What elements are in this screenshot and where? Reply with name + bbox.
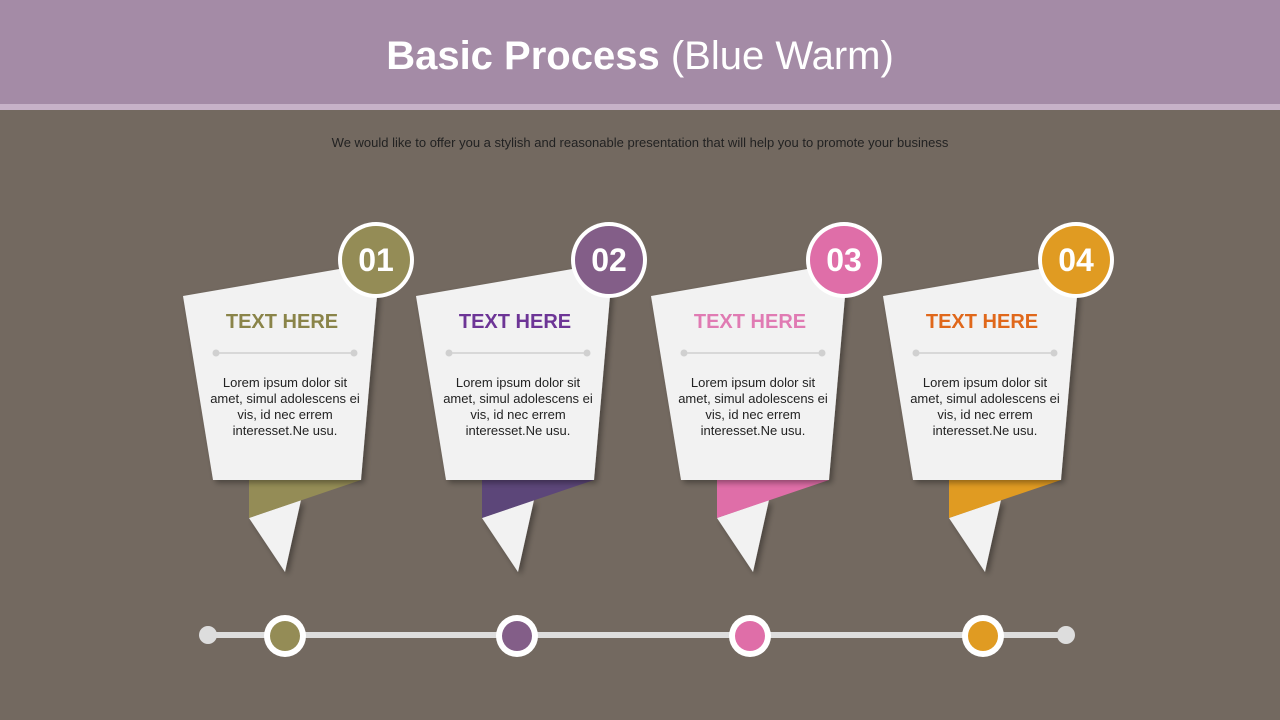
header-underline <box>0 104 1280 110</box>
header-bar <box>0 0 1280 104</box>
timeline-marker-1 <box>264 615 306 657</box>
marker-dot <box>502 621 532 651</box>
card-fold-tab <box>717 480 829 518</box>
card-fold-tab <box>482 480 594 518</box>
timeline-start-dot <box>199 626 217 644</box>
step-title: TEXT HERE <box>458 311 572 333</box>
step-number: 04 <box>1058 242 1094 278</box>
badge-circle <box>575 226 643 294</box>
card-fold-tab <box>249 480 361 518</box>
divider-dot <box>350 349 358 357</box>
marker-dot <box>270 621 300 651</box>
timeline-marker-2 <box>496 615 538 657</box>
step-description: Lorem ipsum dolor sit amet, simul adoles… <box>910 375 1060 438</box>
title-light: (Blue Warm) <box>670 34 894 78</box>
step-title: TEXT HERE <box>225 311 339 333</box>
divider-dot <box>912 349 920 357</box>
card-body-shape <box>416 262 613 480</box>
step-number: 02 <box>591 242 627 278</box>
timeline-marker-3 <box>729 615 771 657</box>
card-body-shape <box>183 262 380 480</box>
step-description: Lorem ipsum dolor sit amet, simul adoles… <box>678 375 828 438</box>
divider-dot <box>583 349 591 357</box>
step-title: TEXT HERE <box>693 311 807 333</box>
divider-dot <box>445 349 453 357</box>
step-description: Lorem ipsum dolor sit amet, simul adoles… <box>210 375 360 438</box>
divider-dot <box>1050 349 1058 357</box>
card-body-shape <box>651 262 848 480</box>
marker-dot <box>968 621 998 651</box>
step-title: TEXT HERE <box>925 311 1039 333</box>
timeline-marker-4 <box>962 615 1004 657</box>
divider-dot <box>818 349 826 357</box>
step-number: 03 <box>826 242 862 278</box>
divider-dot <box>212 349 220 357</box>
card-pointer <box>717 500 769 572</box>
card-body-shape <box>883 262 1080 480</box>
timeline-end-dot <box>1057 626 1075 644</box>
title-bold: Basic Process <box>386 34 660 78</box>
card-pointer <box>249 500 301 572</box>
step-number: 01 <box>358 242 394 278</box>
badge-circle <box>810 226 878 294</box>
card-pointer <box>482 500 534 572</box>
subtitle: We would like to offer you a stylish and… <box>331 135 949 150</box>
marker-dot <box>735 621 765 651</box>
badge-circle <box>342 226 410 294</box>
step-card-4 <box>883 222 1114 572</box>
card-fold-tab <box>949 480 1061 518</box>
step-card-3 <box>651 222 882 572</box>
step-description: Lorem ipsum dolor sit amet, simul adoles… <box>443 375 593 438</box>
step-card-1 <box>183 222 414 572</box>
step-card-2 <box>416 222 647 572</box>
page-title: Basic Process (Blue Warm) <box>0 30 1280 82</box>
badge-circle <box>1042 226 1110 294</box>
divider-dot <box>680 349 688 357</box>
card-pointer <box>949 500 1001 572</box>
